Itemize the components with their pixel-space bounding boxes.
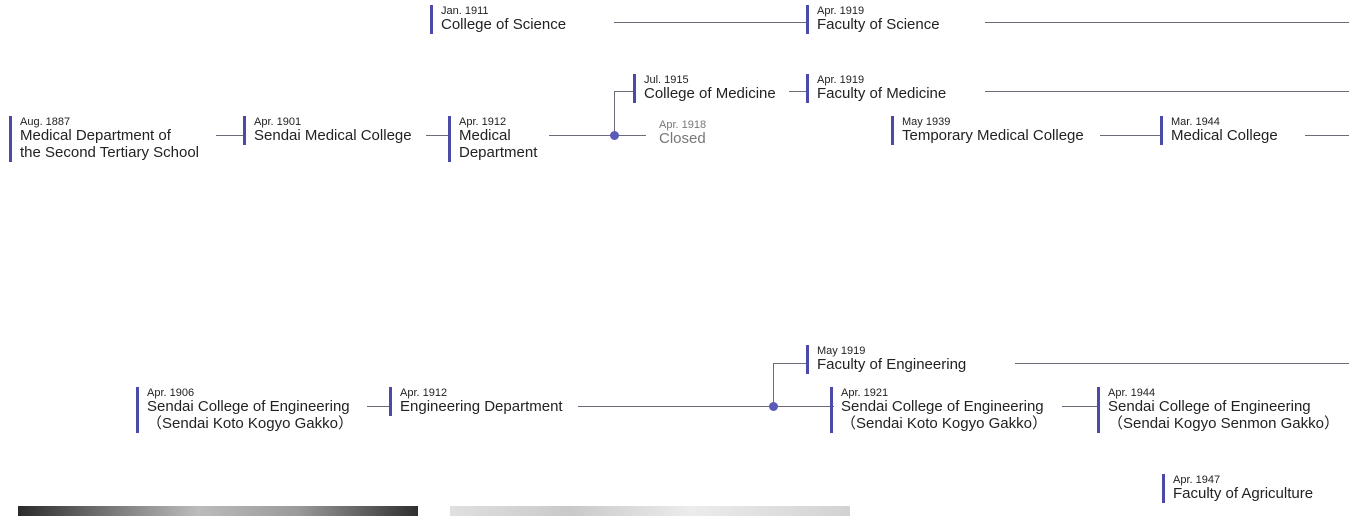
node-date: Apr. 1912 [400,387,448,399]
node-date: May 1919 [817,345,866,357]
node-name: Faculty of Science [817,16,940,34]
node-date: Apr. 1906 [147,387,195,399]
node-date: Apr. 1919 [817,5,865,17]
node-date: May 1939 [902,116,951,128]
node-name: Closed [659,130,706,148]
node-name-line2: （Sendai Koto Kogyo Gakko） [841,415,1047,433]
node-name: College of Medicine [644,85,776,103]
sendai-college-of-engineering-1944-node: Apr. 1944 Sendai College of Engineering … [1097,387,1339,433]
connector-line [985,22,1349,23]
node-date: Apr. 1947 [1173,474,1221,486]
connector-line [773,363,774,406]
connector-line [614,91,615,135]
college-of-medicine-node: Jul. 1915 College of Medicine [633,74,776,104]
node-name: Temporary Medical College [902,127,1084,145]
medical-department-second-tertiary-node: Aug. 1887 Medical Department of the Seco… [9,116,199,162]
node-name: Faculty of Engineering [817,356,967,374]
faculty-of-engineering-node: May 1919 Faculty of Engineering [806,345,967,375]
node-date: Jul. 1915 [644,74,689,86]
connector-line [614,91,634,92]
faculty-of-medicine-node: Apr. 1919 Faculty of Medicine [806,74,947,104]
connector-line [426,135,450,136]
node-name: College of Science [441,16,567,34]
college-of-science-node: Jan. 1911 College of Science [430,5,567,35]
node-name-line2: Department [459,144,538,162]
sendai-medical-college-node: Apr. 1901 Sendai Medical College [243,116,412,146]
node-date: Apr. 1921 [841,387,889,399]
medical-college-node: Mar. 1944 Medical College [1160,116,1278,146]
node-name: Faculty of Medicine [817,85,947,103]
closed-node: Apr. 1918 Closed [648,119,706,148]
connector-line [549,135,646,136]
node-name: Medical College [1171,127,1278,145]
node-name-line1: Medical [459,127,511,145]
connector-line [614,22,807,23]
connector-line [578,406,834,407]
connector-line [789,91,807,92]
connector-line [367,406,391,407]
connector-line [985,91,1349,92]
node-date: Apr. 1919 [817,74,865,86]
node-date: Apr. 1944 [1108,387,1156,399]
sendai-college-of-engineering-1906-node: Apr. 1906 Sendai College of Engineering … [136,387,353,433]
sendai-college-of-engineering-1921-node: Apr. 1921 Sendai College of Engineering … [830,387,1047,433]
node-name-line1: Sendai College of Engineering [841,398,1044,416]
connector-line [1062,406,1098,407]
node-date: Mar. 1944 [1171,116,1220,128]
node-name: Faculty of Agriculture [1173,485,1314,503]
node-name-line2: （Sendai Kogyo Senmon Gakko） [1108,415,1339,433]
node-date: Apr. 1912 [459,116,507,128]
node-name-line1: Medical Department of [20,127,171,145]
branch-dot [610,131,619,140]
node-name: Engineering Department [400,398,563,416]
node-name-line2: the Second Tertiary School [20,144,199,162]
connector-line [1100,135,1161,136]
connector-line [1305,135,1349,136]
connector-line [773,363,807,364]
node-name: Sendai Medical College [254,127,412,145]
node-name-line1: Sendai College of Engineering [147,398,350,416]
faculty-of-agriculture-node: Apr. 1947 Faculty of Agriculture [1162,474,1314,504]
node-date: Apr. 1918 [659,119,707,131]
node-date: Aug. 1887 [20,116,71,128]
branch-dot [769,402,778,411]
historical-photo [450,506,850,516]
connector-line [216,135,244,136]
connector-line [1015,363,1349,364]
engineering-department-node: Apr. 1912 Engineering Department [389,387,563,417]
node-date: Apr. 1901 [254,116,302,128]
node-name-line1: Sendai College of Engineering [1108,398,1311,416]
faculty-of-science-node: Apr. 1919 Faculty of Science [806,5,940,35]
node-name-line2: （Sendai Koto Kogyo Gakko） [147,415,353,433]
historical-photo [18,506,418,516]
medical-department-node: Apr. 1912 Medical Department [448,116,537,162]
node-date: Jan. 1911 [441,5,489,17]
temporary-medical-college-node: May 1939 Temporary Medical College [891,116,1084,146]
